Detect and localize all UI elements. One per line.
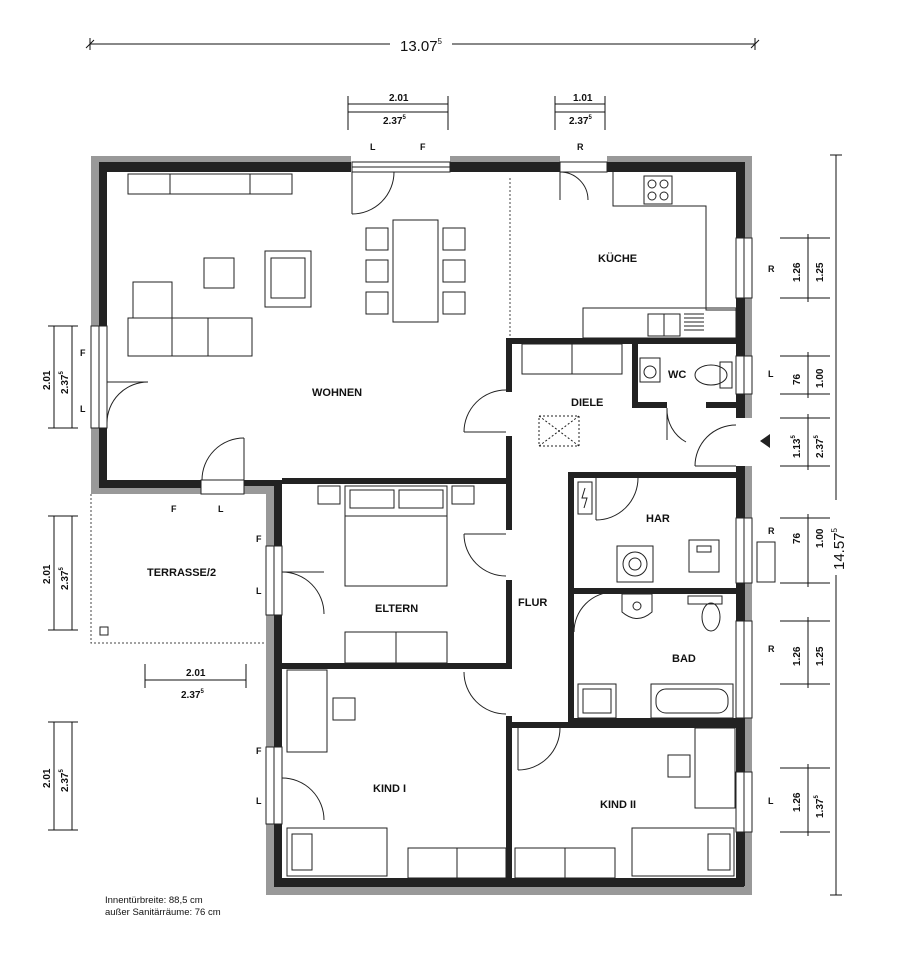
terrace-boundary (90, 178, 511, 644)
top-window-dimension-1 (347, 96, 449, 130)
overall-height-dimension (830, 154, 842, 896)
washing-machine (616, 545, 654, 583)
wohnen-mark-l: L (80, 404, 86, 414)
skylight (538, 415, 580, 447)
right-dim-3-a: 1.135 (791, 435, 803, 458)
left-dim-3-b: 2.375 (59, 769, 71, 792)
room-label-wohnen: WOHNEN (312, 387, 362, 399)
right-dim-5-b: 1.25 (815, 646, 826, 666)
terrace-drain-icon (99, 626, 109, 636)
left-dim-2-a: 2.01 (42, 564, 53, 584)
left-dim-1-b: 2.375 (59, 371, 71, 394)
terrace-mark-f: F (171, 504, 177, 514)
right-dim-4-b: 1.00 (815, 528, 826, 548)
terrace-mark-l: L (218, 504, 224, 514)
boiler (688, 539, 720, 573)
room-label-diele: DIELE (571, 397, 603, 409)
kind2-bed (631, 827, 735, 877)
kitchen-counter (582, 307, 737, 339)
right-mark-5: R (768, 644, 775, 654)
sideboard (127, 173, 293, 195)
top-mark-r: R (577, 142, 584, 152)
room-label-har: HAR (646, 513, 670, 525)
heat-pump (756, 541, 776, 583)
right-dim-1-b: 1.25 (815, 262, 826, 282)
kind1-bed (286, 827, 388, 877)
top-dim-2-bottom: 2.375 (569, 115, 592, 127)
right-dim-2-a: 76 (792, 373, 803, 385)
wc-toilet (694, 364, 728, 386)
double-bed (344, 485, 448, 587)
outer-walls (91, 156, 752, 895)
overall-width-label: 13.075 (400, 37, 443, 55)
top-dim-2-top: 1.01 (573, 93, 593, 104)
right-dim-6-b: 1.375 (814, 795, 826, 818)
terrace-dim-bottom: 2.375 (181, 689, 204, 701)
kind1-mark-l: L (256, 796, 262, 806)
right-dim-2-b: 1.00 (815, 368, 826, 388)
bad-toilet (701, 602, 721, 632)
top-mark-f: F (420, 142, 426, 152)
eltern-mark-l: L (256, 586, 262, 596)
kind1-mark-f: F (256, 746, 262, 756)
fuse-box (577, 481, 593, 515)
right-dim-1-a: 1.26 (792, 262, 803, 282)
right-dim-3-b: 2.375 (814, 435, 826, 458)
wohnen-mark-f: F (80, 348, 86, 358)
note-line-2: außer Sanitärräume: 76 cm (105, 907, 221, 918)
room-label-kind2: KIND II (600, 799, 636, 811)
shower (577, 683, 617, 719)
eltern-mark-f: F (256, 534, 262, 544)
terrace-dim-top: 2.01 (186, 668, 206, 679)
overall-height-label: 14.575 (830, 527, 848, 570)
overall-width-dimension (85, 38, 760, 50)
entrance-arrow-icon (760, 434, 770, 448)
room-label-terrasse: TERRASSE/2 (147, 567, 216, 579)
left-dim-1-a: 2.01 (42, 370, 53, 390)
left-dimension-lines (48, 325, 78, 831)
windows (90, 161, 753, 833)
right-dimension-lines (780, 234, 830, 836)
right-dim-5-a: 1.26 (792, 646, 803, 666)
right-mark-2: L (768, 369, 774, 379)
left-dim-3-a: 2.01 (42, 768, 53, 788)
bad-sink (621, 593, 653, 619)
terrace-dimension (144, 664, 247, 688)
room-label-kueche: KÜCHE (598, 252, 637, 265)
bathtub (650, 683, 734, 719)
right-mark-1: R (768, 264, 775, 274)
room-label-flur: FLUR (518, 597, 547, 609)
interior-walls (282, 338, 745, 886)
room-label-eltern: ELTERN (375, 603, 418, 615)
kind2-desk (694, 727, 736, 809)
furniture (127, 172, 776, 879)
left-dim-2-b: 2.375 (59, 567, 71, 590)
coffee-table (203, 257, 235, 289)
right-dim-4-a: 76 (792, 532, 803, 544)
right-dim-6-a: 1.26 (792, 792, 803, 812)
right-mark-4: R (768, 526, 775, 536)
armchair (264, 250, 312, 308)
kind1-desk (286, 669, 328, 753)
top-dim-1-top: 2.01 (389, 93, 409, 104)
top-window-dimension-2 (554, 96, 606, 130)
doors (106, 171, 737, 821)
stove (643, 175, 673, 205)
room-label-bad: BAD (672, 653, 696, 665)
door-width-note: Innentürbreite: 88,5 cm außer Sanitärräu… (105, 895, 221, 919)
sofa (127, 281, 253, 357)
top-dim-1-bottom: 2.375 (383, 115, 406, 127)
room-label-kind1: KIND I (373, 783, 406, 795)
right-mark-6: L (768, 796, 774, 806)
top-mark-l: L (370, 142, 376, 152)
note-line-1: Innentürbreite: 88,5 cm (105, 895, 203, 906)
wc-sink (639, 357, 661, 383)
dining-table (392, 219, 439, 323)
room-label-wc: WC (668, 369, 686, 381)
